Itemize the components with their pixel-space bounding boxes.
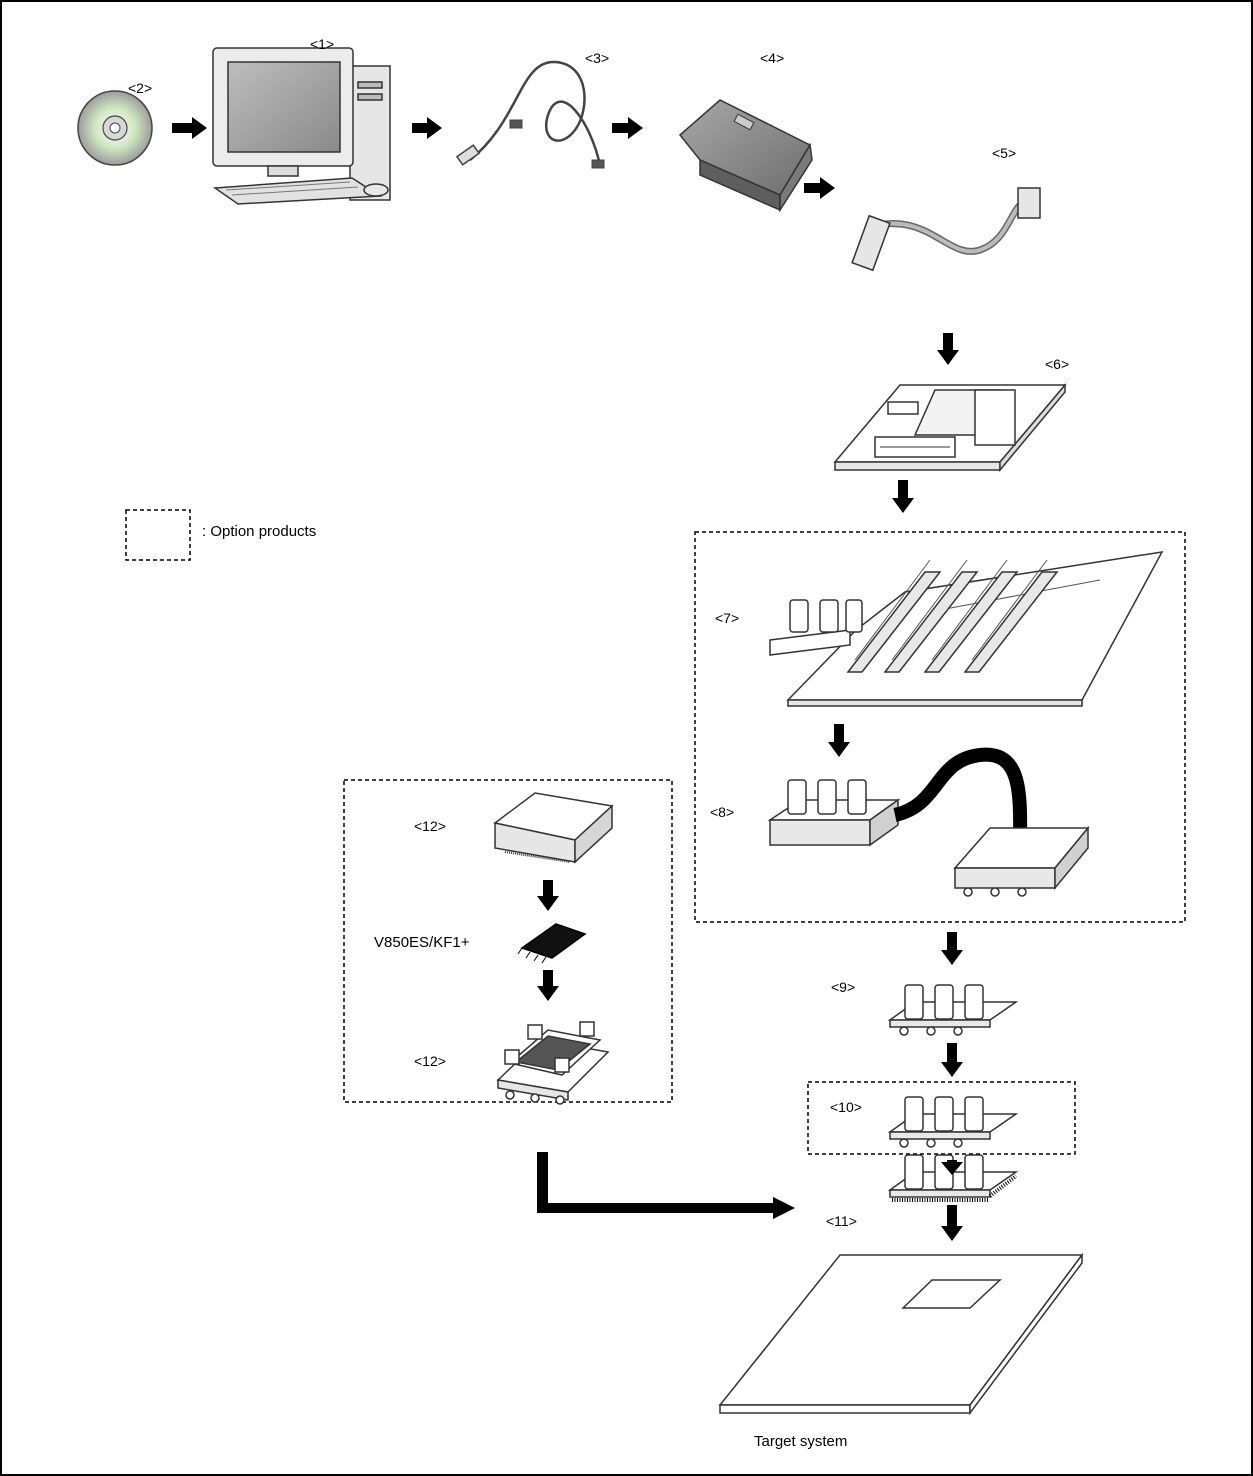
label-4: <4>: [760, 50, 784, 66]
label-8: <8>: [710, 804, 734, 820]
usb-cable-icon: [457, 62, 604, 168]
label-12-cover: <12>: [414, 818, 446, 834]
legend-text: : Option products: [202, 523, 316, 540]
arrow-down-icon: [828, 724, 850, 757]
label-3: <3>: [585, 50, 609, 66]
target-system-board-icon: [720, 1255, 1082, 1413]
host-computer-icon: [213, 48, 390, 204]
arrow-down-icon: [941, 932, 963, 965]
label-7: <7>: [715, 610, 739, 626]
flexible-cable-adapter-icon: [770, 755, 1088, 896]
label-9: <9>: [831, 979, 855, 995]
ic-socket-icon: [498, 1022, 608, 1104]
label-5: <5>: [992, 145, 1016, 161]
flat-cable-icon: [852, 188, 1040, 270]
arrow-down-icon: [537, 880, 559, 911]
label-10: <10>: [830, 1099, 862, 1115]
elbow-arrow-icon: [537, 1152, 795, 1219]
label-11: <11>: [826, 1213, 857, 1229]
legend-swatch: [126, 510, 190, 560]
emulator-unit-icon: [680, 100, 812, 210]
arrow-right-icon: [804, 177, 835, 199]
adapter-board-icon: [835, 385, 1065, 470]
socket-cover-icon: [495, 793, 612, 862]
connector-10-icon: [890, 1097, 1016, 1147]
connector-9-icon: [890, 985, 1016, 1035]
arrow-down-icon: [941, 1205, 963, 1241]
label-6: <6>: [1045, 356, 1069, 372]
target-system-label: Target system: [754, 1433, 847, 1450]
device-label: V850ES/KF1+: [374, 934, 469, 951]
label-1: <1>: [310, 36, 334, 52]
arrow-down-icon: [892, 480, 914, 513]
arrow-down-icon: [937, 333, 959, 365]
arrow-right-icon: [412, 117, 442, 139]
arrow-right-icon: [612, 117, 643, 139]
arrow-down-icon: [537, 970, 559, 1001]
label-12-socket: <12>: [414, 1053, 446, 1069]
arrow-down-icon: [941, 1043, 963, 1077]
microcontroller-chip-icon: [518, 924, 585, 963]
label-2: <2>: [128, 80, 152, 96]
arrow-right-icon: [172, 117, 207, 139]
cd-rom-icon: [78, 91, 152, 165]
extension-board-icon: [770, 552, 1162, 706]
